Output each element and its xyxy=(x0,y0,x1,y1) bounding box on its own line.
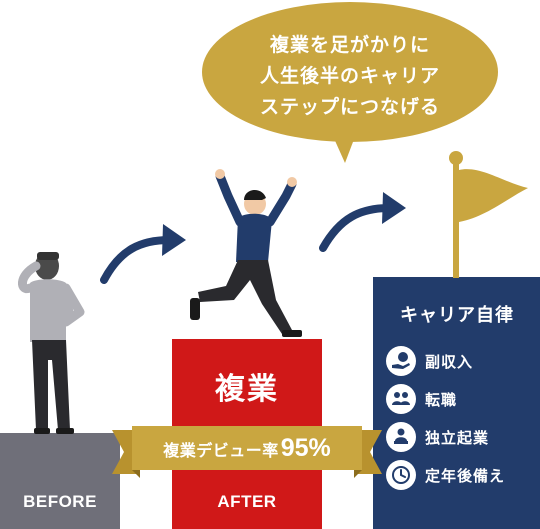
bubble-line-2: 人生後半のキャリア xyxy=(259,65,440,87)
before-label: BEFORE xyxy=(23,492,97,511)
jumping-man-icon xyxy=(190,169,302,337)
career-item-label: 独立起業 xyxy=(425,428,490,447)
ribbon-banner xyxy=(112,426,382,478)
career-item-retirement: 定年後備え xyxy=(386,456,536,494)
speech-bubble-text: 複業を足がかりに 人生後半のキャリア ステップにつなげる xyxy=(205,30,495,123)
standing-man-icon xyxy=(18,252,85,434)
career-item-job-change: 転職 xyxy=(386,380,536,418)
career-item-independence: 独立起業 xyxy=(386,418,536,456)
arrow-2-icon xyxy=(319,192,406,252)
clock-piggy-icon xyxy=(386,460,416,490)
ribbon-label: 複業デビュー率 xyxy=(163,441,279,460)
fukugyo-title: 複業 xyxy=(215,372,279,407)
ribbon-text: 複業デビュー率95% xyxy=(136,434,358,463)
career-list: 副収入 転職 独立起業 xyxy=(386,342,536,494)
career-item-label: 定年後備え xyxy=(425,466,506,485)
speech-bubble xyxy=(202,2,498,163)
career-item-label: 転職 xyxy=(425,390,458,409)
person-laptop-icon xyxy=(386,422,416,452)
career-item-side-income: 副収入 xyxy=(386,342,536,380)
flag-icon xyxy=(449,151,528,278)
ribbon-value: 95% xyxy=(280,434,331,462)
people-swap-icon xyxy=(386,384,416,414)
bubble-line-3: ステップにつなげる xyxy=(259,96,440,118)
career-item-label: 副収入 xyxy=(425,352,474,371)
hand-coin-icon xyxy=(386,346,416,376)
bubble-line-1: 複業を足がかりに xyxy=(269,34,430,56)
arrow-1-icon xyxy=(100,224,186,284)
before-block xyxy=(0,433,120,529)
after-label: AFTER xyxy=(217,492,277,511)
career-title: キャリア自律 xyxy=(400,305,514,326)
